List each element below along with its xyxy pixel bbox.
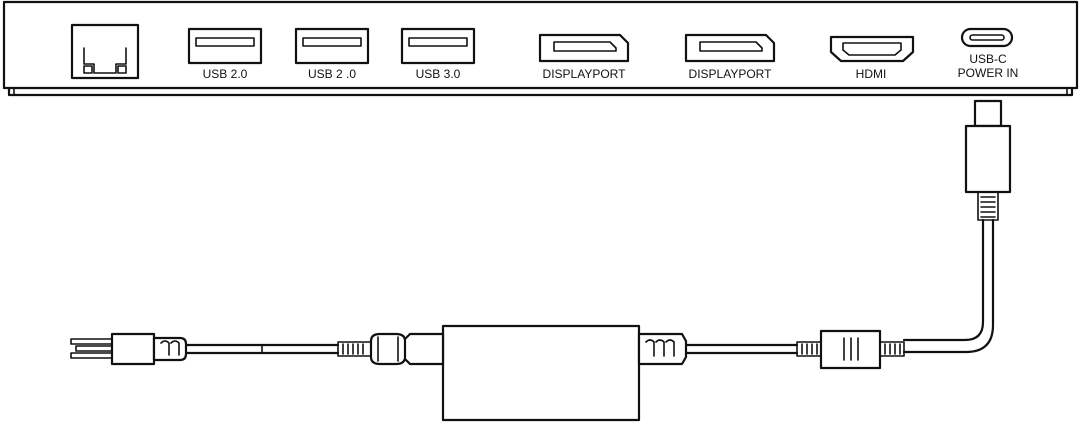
ac-wall-plug-icon <box>70 332 188 366</box>
dock-body <box>2 0 1079 90</box>
usb-2-0-label-1: USB 2.0 <box>203 67 248 81</box>
usb-c-cable <box>902 218 995 354</box>
displayport-label-1: DISPLAYPORT <box>543 67 627 81</box>
usb-c-port-icon <box>960 27 1014 48</box>
dock-panel <box>2 0 1079 97</box>
power-adapter-icon <box>401 324 688 422</box>
usb-c-cable <box>902 218 985 342</box>
usb-a-port-icon <box>294 27 370 65</box>
displayport-label-2: DISPLAYPORT <box>689 67 773 81</box>
usb-c-label: USB-C <box>969 52 1007 66</box>
usb-c-plug-icon <box>964 99 1012 221</box>
usb-2-0-label-2: USB 2 .0 <box>308 67 356 81</box>
ethernet-port-icon <box>70 23 140 80</box>
dock-base-lip <box>7 86 1074 97</box>
ferrite-bead-icon <box>796 329 905 370</box>
hdmi-port-icon <box>829 35 915 63</box>
usb-3-0-label: USB 3.0 <box>416 67 461 81</box>
hdmi-label: HDMI <box>856 67 887 81</box>
ac-connector-icon <box>337 332 407 366</box>
power-in-label: POWER IN <box>958 66 1019 80</box>
usb-a-port-icon <box>400 27 476 65</box>
displayport-icon <box>538 33 630 63</box>
usb-a-port-icon <box>187 27 263 65</box>
displayport-icon <box>684 33 776 63</box>
